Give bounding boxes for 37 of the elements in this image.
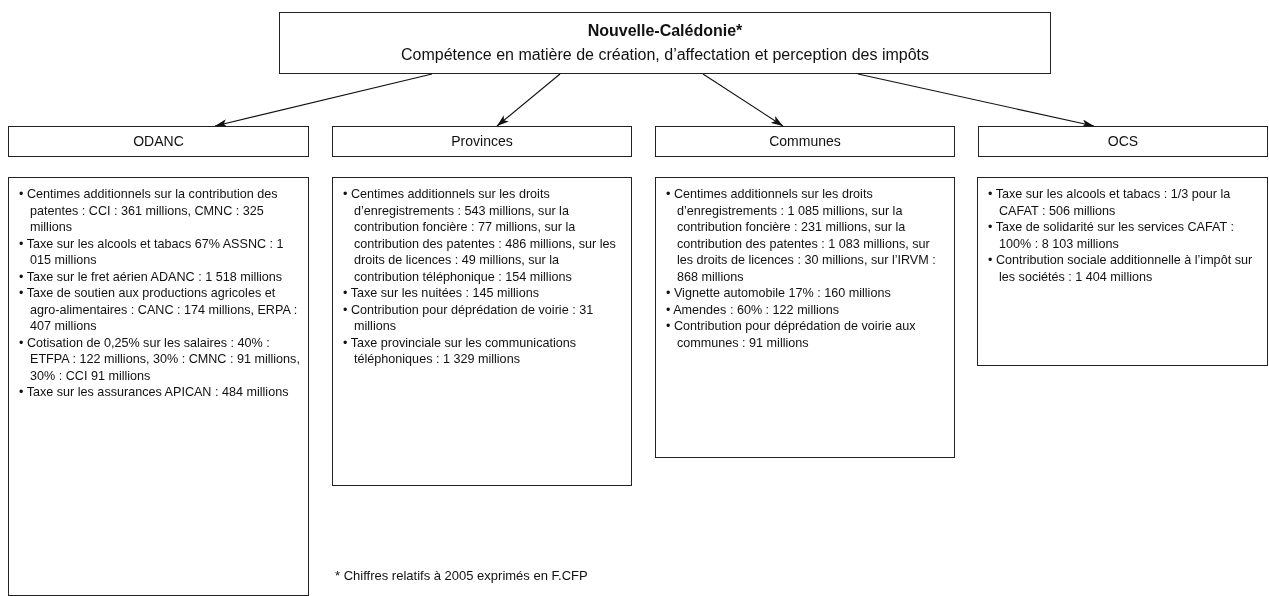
list-item: • Taxe sur les nuitées : 145 millions (343, 285, 540, 302)
list-item: • Centimes additionnels sur la contribution des patentes : CCI : 361 millions, CMNC : 325 millions (19, 186, 279, 236)
list-item: • Amendes : 60% : 122 millions (666, 301, 841, 318)
category-box (332, 126, 632, 157)
title: Nouvelle-Calédonie* (586, 21, 744, 41)
list-item: • Taxe sur les assurances APICAN : 484 millions (19, 384, 290, 401)
list-box (977, 177, 1268, 366)
list-item: • Centimes additionnels sur les droits d’enregistrements : 1 085 millions, sur la contribution foncière : 231 millions, sur la contribution des patentes : 1 083 millions, sur les droits de licences : 30 millions, sur l’IRVM : 868 millions (666, 186, 937, 285)
list-box (655, 177, 955, 458)
arrow (496, 73, 561, 127)
list-item: • Vignette automobile 17% : 160 millions (666, 285, 892, 302)
category-box (8, 126, 309, 157)
list-box (332, 177, 632, 486)
list-item: • Taxe de soutien aux productions agricoles et agro-alimentaires : CANC : 174 millions, ERPA : 407 millions (19, 285, 299, 335)
list-box (8, 177, 309, 596)
list-item: • Taxe sur les alcools et tabacs : 1/3 pour la CAFAT : 506 millions (988, 186, 1232, 219)
list-item: • Taxe sur le fret aérien ADANC : 1 518 millions (19, 268, 284, 285)
arrow (702, 73, 784, 127)
category-box (978, 126, 1268, 157)
arrow (214, 73, 433, 128)
list-item: • Taxe provinciale sur les communications téléphoniques : 1 329 millions (343, 334, 578, 368)
list-item: • Contribution pour déprédation de voirie : 31 millions (343, 301, 595, 335)
list-item: • Cotisation de 0,25% sur les salaires : 40% : ETFPA : 122 millions, 30% : CMNC : 91 millions, 30% : CCI 91 millions (19, 334, 301, 384)
list-item: • Contribution sociale additionnelle à l’impôt sur les sociétés : 1 404 millions (988, 252, 1254, 285)
category-label: ODANC (132, 132, 185, 151)
arrow (857, 73, 1095, 128)
category-label: OCS (1106, 132, 1140, 151)
subtitle: Compétence en matière de création, d’affectation et perception des impôts (400, 45, 930, 65)
list-item: • Taxe de solidarité sur les services CAFAT : 100% : 8 103 millions (988, 219, 1235, 252)
footnote: * Chiffres relatifs à 2005 exprimés en F.CFP (335, 568, 588, 583)
category-box (655, 126, 955, 157)
list-item: • Centimes additionnels sur les droits d’enregistrements : 543 millions, sur la contribution foncière : 77 millions, sur la contribution des patentes : 486 millions, sur les droits de licences : 49 millions, sur la contribution téléphonique : 154 millions (343, 186, 617, 285)
title-box (279, 12, 1051, 74)
category-label: Provinces (450, 132, 514, 151)
list-item: • Contribution pour déprédation de voirie aux communes : 91 millions (666, 318, 917, 351)
category-label: Communes (768, 132, 842, 151)
list-item: • Taxe sur les alcools et tabacs 67% ASSNC : 1 015 millions (19, 235, 285, 269)
